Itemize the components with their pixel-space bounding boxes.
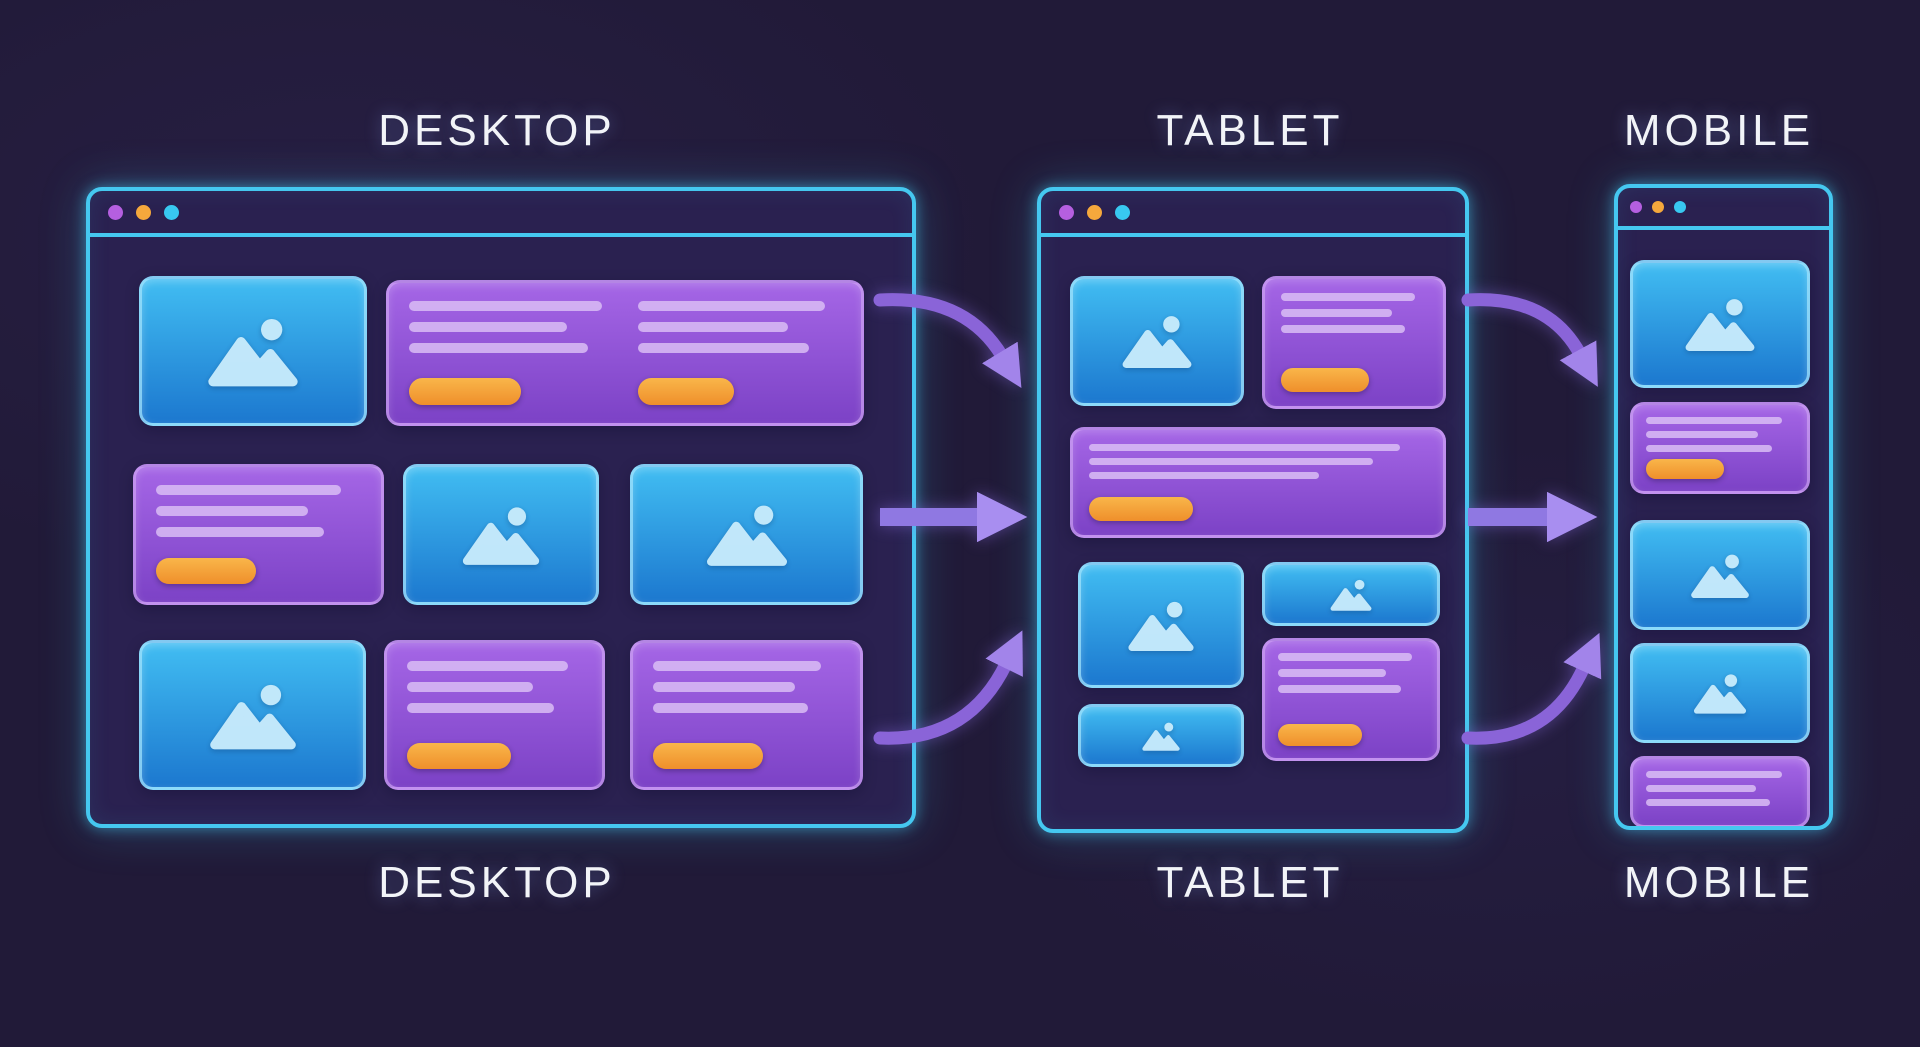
button-pill: [156, 558, 256, 584]
dot-purple-icon: [1630, 201, 1642, 213]
text-line: [407, 703, 554, 713]
text-line: [1646, 799, 1771, 806]
tablet-text-card-wide: [1070, 427, 1446, 538]
text-line: [638, 301, 825, 311]
button-pill: [409, 378, 521, 405]
button-pill: [1281, 368, 1369, 392]
text-line: [409, 301, 602, 311]
dot-orange-icon: [1087, 204, 1102, 220]
text-line: [1646, 771, 1783, 778]
desktop-image-card-4: [139, 640, 366, 790]
image-icon: [1122, 316, 1192, 369]
image-icon: [706, 505, 787, 567]
text-line: [156, 527, 325, 537]
mobile-image-card-1: [1630, 260, 1810, 388]
dot-orange-icon: [136, 204, 151, 220]
button-pill: [653, 743, 763, 769]
desktop-image-card-1: [139, 276, 367, 426]
text-line: [1281, 309, 1392, 317]
image-icon: [1693, 674, 1747, 714]
desktop-text-card-4: [630, 640, 863, 790]
mobile-label-bottom: MOBILE: [1623, 858, 1815, 907]
image-icon: [209, 684, 296, 749]
text-line: [638, 322, 789, 332]
dot-cyan-icon: [1115, 204, 1130, 220]
text-line: [1278, 669, 1387, 677]
desktop-label-bottom: DESKTOP: [378, 858, 616, 907]
button-pill: [1646, 459, 1724, 479]
button-pill: [1089, 497, 1193, 521]
text-column: [638, 301, 841, 405]
desktop-text-card-3: [384, 640, 605, 790]
mobile-text-card-2-clipped: [1630, 756, 1810, 826]
text-line: [1278, 653, 1413, 661]
dot-orange-icon: [1652, 201, 1664, 213]
desktop-text-card-1: [386, 280, 864, 426]
arrow-tablet-to-mobile-bottom-icon: [1461, 632, 1602, 745]
image-icon: [1330, 579, 1372, 611]
tablet-image-card-2: [1078, 562, 1244, 688]
text-line: [1646, 445, 1772, 452]
tablet-image-card-small-1: [1078, 704, 1244, 767]
desktop-image-card-2: [403, 464, 599, 605]
image-icon: [208, 319, 298, 387]
text-column: [409, 301, 612, 405]
tablet-label-top: TABLET: [1156, 106, 1344, 155]
tablet-text-card-2: [1262, 638, 1440, 761]
dot-purple-icon: [108, 204, 123, 220]
tablet-image-card-small-2: [1262, 562, 1440, 626]
image-icon: [1142, 722, 1180, 751]
text-line: [407, 682, 533, 692]
tablet-image-card-1: [1070, 276, 1244, 406]
mobile-window: [1614, 184, 1833, 830]
text-line: [1089, 444, 1400, 451]
image-icon: [1128, 601, 1194, 651]
text-line: [1089, 458, 1373, 465]
text-line: [1646, 417, 1783, 424]
mobile-titlebar: [1618, 188, 1829, 230]
text-line: [156, 485, 341, 495]
dot-cyan-icon: [1674, 201, 1686, 213]
text-line: [1646, 785, 1756, 792]
tablet-window: [1037, 187, 1469, 833]
arrow-tablet-to-mobile-top-icon: [1461, 293, 1598, 387]
image-icon: [1685, 299, 1755, 352]
dot-purple-icon: [1059, 204, 1074, 220]
dot-cyan-icon: [164, 204, 179, 220]
tablet-titlebar: [1041, 191, 1465, 237]
text-line: [1281, 325, 1406, 333]
image-icon: [462, 507, 540, 565]
desktop-label-top: DESKTOP: [378, 106, 616, 155]
text-line: [653, 661, 822, 671]
text-line: [653, 682, 796, 692]
button-pill: [1278, 724, 1362, 746]
text-line: [1281, 293, 1416, 301]
text-columns: [409, 301, 841, 405]
tablet-text-card-1: [1262, 276, 1446, 409]
desktop-image-card-3: [630, 464, 863, 605]
mobile-image-card-2: [1630, 520, 1810, 630]
text-line: [156, 506, 308, 516]
image-icon: [1691, 554, 1749, 598]
desktop-window: [86, 187, 916, 828]
tablet-label-bottom: TABLET: [1156, 858, 1344, 907]
text-line: [409, 322, 568, 332]
button-pill: [407, 743, 511, 769]
text-line: [1278, 685, 1401, 693]
text-line: [653, 703, 809, 713]
button-pill: [638, 378, 734, 405]
text-line: [1089, 472, 1319, 479]
desktop-text-card-2: [133, 464, 384, 605]
text-line: [407, 661, 568, 671]
text-line: [409, 343, 588, 353]
mobile-label-top: MOBILE: [1623, 106, 1815, 155]
mobile-image-card-3: [1630, 643, 1810, 743]
desktop-titlebar: [90, 191, 912, 237]
text-line: [1646, 431, 1759, 438]
mobile-text-card-1: [1630, 402, 1810, 494]
text-line: [638, 343, 809, 353]
